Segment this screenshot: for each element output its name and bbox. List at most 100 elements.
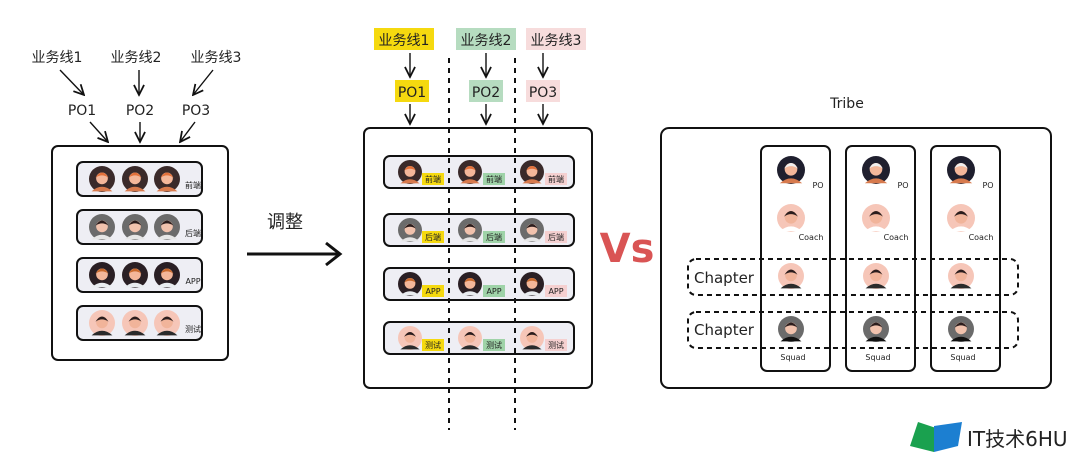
middle-business-line-1-bg bbox=[374, 28, 434, 50]
chapter-avatar-icon bbox=[863, 263, 889, 289]
po-label: PO bbox=[897, 181, 908, 190]
avatar-icon bbox=[458, 272, 482, 296]
squad-label: Squad bbox=[950, 353, 975, 362]
left-business-line-1: 业务线1 bbox=[32, 50, 83, 66]
middle-business-line-3: 业务线3 bbox=[531, 33, 582, 49]
middle-row-label: 后端 bbox=[548, 232, 564, 242]
middle-row-tag-bg bbox=[422, 339, 444, 351]
adjust-arrow-head bbox=[325, 241, 343, 267]
middle-row-label: 前端 bbox=[486, 174, 502, 184]
left-row: 前端 bbox=[76, 161, 203, 197]
middle-business-line-2-bg bbox=[456, 28, 516, 50]
chapter-label-1: Chapter bbox=[694, 269, 755, 287]
chapter-avatar-icon bbox=[778, 263, 804, 289]
middle-business-line-3-bg bbox=[526, 28, 586, 50]
middle-row-label: 测试 bbox=[548, 340, 564, 350]
middle-row-tag-bg bbox=[545, 339, 567, 351]
left-arrow-bl3-po3 bbox=[193, 69, 214, 95]
left-row-label: 后端 bbox=[185, 228, 201, 238]
middle-row-tag-bg bbox=[483, 339, 505, 351]
left-row: 测试 bbox=[76, 305, 203, 341]
coach-avatar-icon bbox=[777, 204, 805, 232]
vs-label: Vs bbox=[600, 226, 655, 272]
avatar-icon bbox=[520, 218, 544, 242]
middle-row-label: 测试 bbox=[425, 340, 441, 350]
avatar-icon bbox=[520, 272, 544, 296]
middle-row: 测试 测试 测试 bbox=[383, 321, 575, 355]
left-row-label: 测试 bbox=[185, 324, 201, 334]
squad-label: Squad bbox=[780, 353, 805, 362]
coach-label: Coach bbox=[969, 233, 994, 242]
middle-row-label: 前端 bbox=[548, 174, 564, 184]
avatar-icon bbox=[458, 160, 482, 184]
avatar-icon bbox=[520, 326, 544, 350]
avatar-icon bbox=[398, 272, 422, 296]
avatar-icon bbox=[122, 166, 148, 192]
middle-row-label: 测试 bbox=[486, 340, 502, 350]
middle-row-tag-bg bbox=[422, 231, 444, 243]
left-row: 后端 bbox=[76, 209, 203, 245]
middle-row-label: APP bbox=[425, 287, 440, 296]
avatar-icon bbox=[89, 214, 115, 240]
coach-label: Coach bbox=[884, 233, 909, 242]
avatar-icon bbox=[154, 310, 180, 336]
middle-row-label: 后端 bbox=[425, 232, 441, 242]
avatar-icon bbox=[89, 262, 115, 288]
middle-section: 业务线1 业务线2 业务线3 PO1 PO2 PO3 前端前端前端后端后端后端A… bbox=[363, 28, 593, 430]
coach-avatar-icon bbox=[947, 204, 975, 232]
middle-row-tag-bg bbox=[422, 173, 444, 185]
po-avatar-icon bbox=[777, 156, 805, 184]
chapter-avatar-icon bbox=[948, 263, 974, 289]
middle-po-2: PO2 bbox=[472, 85, 500, 101]
avatar-icon bbox=[154, 166, 180, 192]
adjust-arrow-group: 调整 bbox=[247, 212, 343, 267]
left-row-label: 前端 bbox=[185, 180, 201, 190]
middle-row-label: APP bbox=[486, 287, 501, 296]
po-avatar-icon bbox=[862, 156, 890, 184]
avatar-icon bbox=[122, 310, 148, 336]
middle-po-1-bg bbox=[395, 80, 429, 102]
middle-row-tag-bg bbox=[545, 285, 567, 297]
avatar-icon bbox=[154, 214, 180, 240]
left-po-3: PO3 bbox=[182, 103, 210, 119]
avatar-icon bbox=[89, 166, 115, 192]
avatar-icon bbox=[398, 218, 422, 242]
adjust-label: 调整 bbox=[267, 212, 303, 233]
left-row: APP bbox=[76, 257, 203, 293]
middle-row: 后端后端后端 bbox=[383, 213, 575, 247]
right-section: Tribe POCoachSquadPOCoachSquadPOCoachSqu… bbox=[660, 96, 1052, 389]
middle-po-2-bg bbox=[469, 80, 503, 102]
middle-business-line-1: 业务线1 bbox=[379, 33, 430, 49]
squad-label: Squad bbox=[865, 353, 890, 362]
left-row-label: APP bbox=[185, 277, 200, 286]
middle-row-tag-bg bbox=[483, 173, 505, 185]
avatar-icon bbox=[398, 160, 422, 184]
left-po-1: PO1 bbox=[68, 103, 96, 119]
left-arrow-po3-box bbox=[180, 121, 196, 142]
avatar-icon bbox=[154, 262, 180, 288]
watermark-logo-icon bbox=[910, 422, 962, 452]
middle-po-1: PO1 bbox=[398, 85, 426, 101]
middle-business-line-2: 业务线2 bbox=[461, 33, 512, 49]
coach-avatar-icon bbox=[862, 204, 890, 232]
avatar-icon bbox=[89, 310, 115, 336]
avatar-icon bbox=[122, 262, 148, 288]
squad-avatar-icon bbox=[778, 316, 804, 342]
middle-row-tag-bg bbox=[545, 231, 567, 243]
middle-row-tag-bg bbox=[545, 173, 567, 185]
left-arrow-po1-box bbox=[89, 121, 108, 142]
po-label: PO bbox=[812, 181, 823, 190]
watermark: IT技术6HU bbox=[910, 422, 1068, 452]
middle-po-3: PO3 bbox=[529, 85, 557, 101]
avatar-icon bbox=[458, 326, 482, 350]
left-business-line-3: 业务线3 bbox=[191, 50, 242, 66]
coach-label: Coach bbox=[799, 233, 824, 242]
po-label: PO bbox=[982, 181, 993, 190]
middle-row-tag-bg bbox=[483, 285, 505, 297]
avatar-icon bbox=[122, 214, 148, 240]
